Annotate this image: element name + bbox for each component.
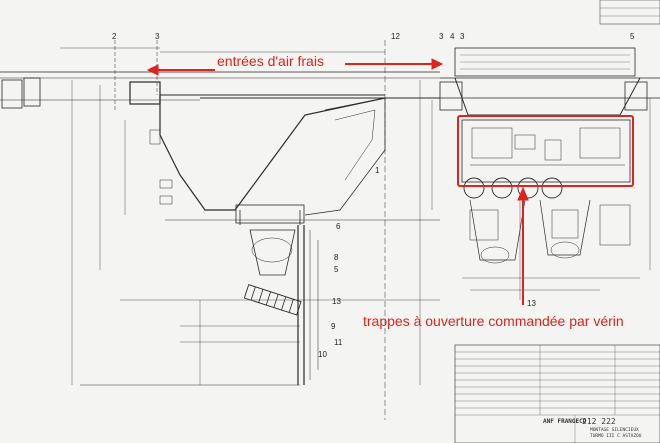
callout-number: 6 <box>336 222 341 231</box>
callout-number: 13 <box>527 299 536 308</box>
hatch-highlight-box <box>457 115 634 187</box>
turbine-exhaust-left <box>249 229 296 276</box>
callout-number: 11 <box>334 338 343 347</box>
arrow-right-intake-icon <box>431 58 444 70</box>
grille-top <box>454 47 636 77</box>
arrow-up-hatch-icon <box>517 186 529 201</box>
callout-number: 3 <box>439 32 444 41</box>
hatch-panel <box>461 119 631 183</box>
callout-number: 2 <box>112 32 117 41</box>
exhaust-port-1 <box>463 177 485 199</box>
callout-number: 5 <box>334 265 339 274</box>
silencer-hopper <box>159 95 386 211</box>
company-name: ANF FRANGECO <box>543 418 587 425</box>
callout-number: 5 <box>630 32 635 41</box>
drawing-number: 212 222 <box>582 417 616 426</box>
callout-number: 10 <box>318 350 327 359</box>
drawing-title-1: MONTAGE SILENCIEUX <box>590 428 639 433</box>
callout-number: 13 <box>332 297 341 306</box>
annotation-hatches: trappes à ouverture commandée par vérin <box>363 313 624 329</box>
callout-number: 3 <box>155 32 160 41</box>
exhaust-port-4 <box>541 177 563 199</box>
callout-number: 1 <box>375 166 380 175</box>
callout-number: 9 <box>331 322 336 331</box>
exhaust-port-2 <box>491 177 513 199</box>
duct-collar <box>235 204 305 224</box>
drawing-title-2: TURMO III C ASTAZOU <box>590 434 642 439</box>
silencer-box-right <box>454 77 641 116</box>
annotation-fresh-air: entrées d'air frais <box>217 53 324 69</box>
air-intake-left <box>129 81 161 105</box>
callout-number: 4 <box>450 32 455 41</box>
left-end-fitting <box>1 79 23 109</box>
callout-number: 12 <box>391 32 400 41</box>
callout-number: 8 <box>334 253 339 262</box>
actuator-cylinder <box>243 284 302 316</box>
arrow-left-intake-icon <box>146 64 159 76</box>
callout-number: 3 <box>460 32 465 41</box>
exhaust-port-3 <box>517 177 539 199</box>
